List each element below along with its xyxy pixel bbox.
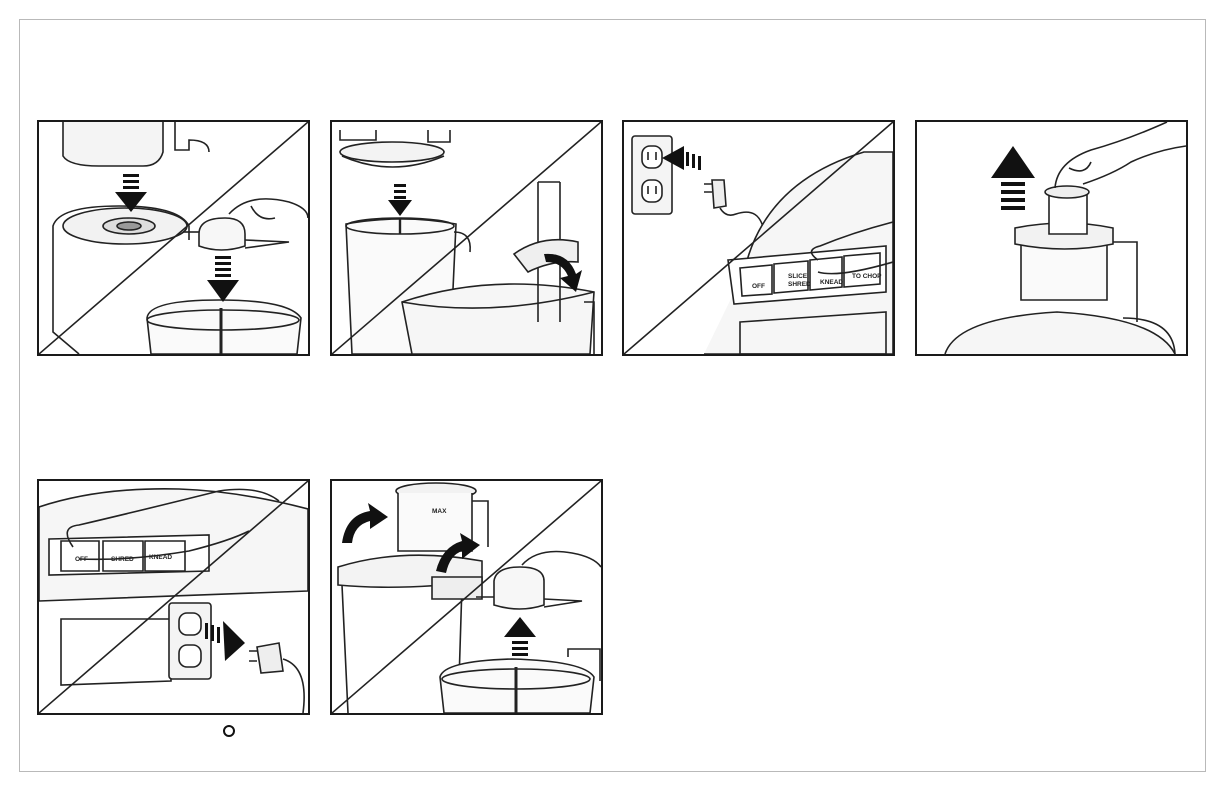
off-button-label-2: OFF [75,556,88,563]
step-3-plug-in-panel: OFF SLICE SHRED KNEAD TO CHOP [622,120,895,356]
max-fill-label: MAX [432,508,447,515]
off-button-label: OFF [752,283,765,290]
slice-button-label: SLICE [788,273,808,280]
step-2-attach-lid-panel [330,120,603,356]
insert-blade-icon [39,122,308,354]
knead-button-label-2: KNEAD [149,554,172,561]
shred-button-label-2: SHRED [111,556,134,563]
attach-lid-icon [332,122,601,354]
step-6-remove-lid-panel: MAX [330,479,603,715]
power-off-symbol-icon [222,724,236,738]
plug-in-icon: OFF SLICE SHRED KNEAD TO CHOP [624,122,893,354]
step-1-insert-blade-panel [37,120,310,356]
remove-pusher-icon [917,122,1186,354]
to-chop-button-label: TO CHOP [852,273,882,280]
remove-lid-icon: MAX [332,481,601,713]
unplug-icon: OFF SHRED KNEAD [39,481,308,713]
knead-button-label: KNEAD [820,279,843,286]
step-5-unplug-panel: OFF SHRED KNEAD [37,479,310,715]
shred-button-label: SHRED [788,281,811,288]
step-4-remove-pusher-panel [915,120,1188,356]
